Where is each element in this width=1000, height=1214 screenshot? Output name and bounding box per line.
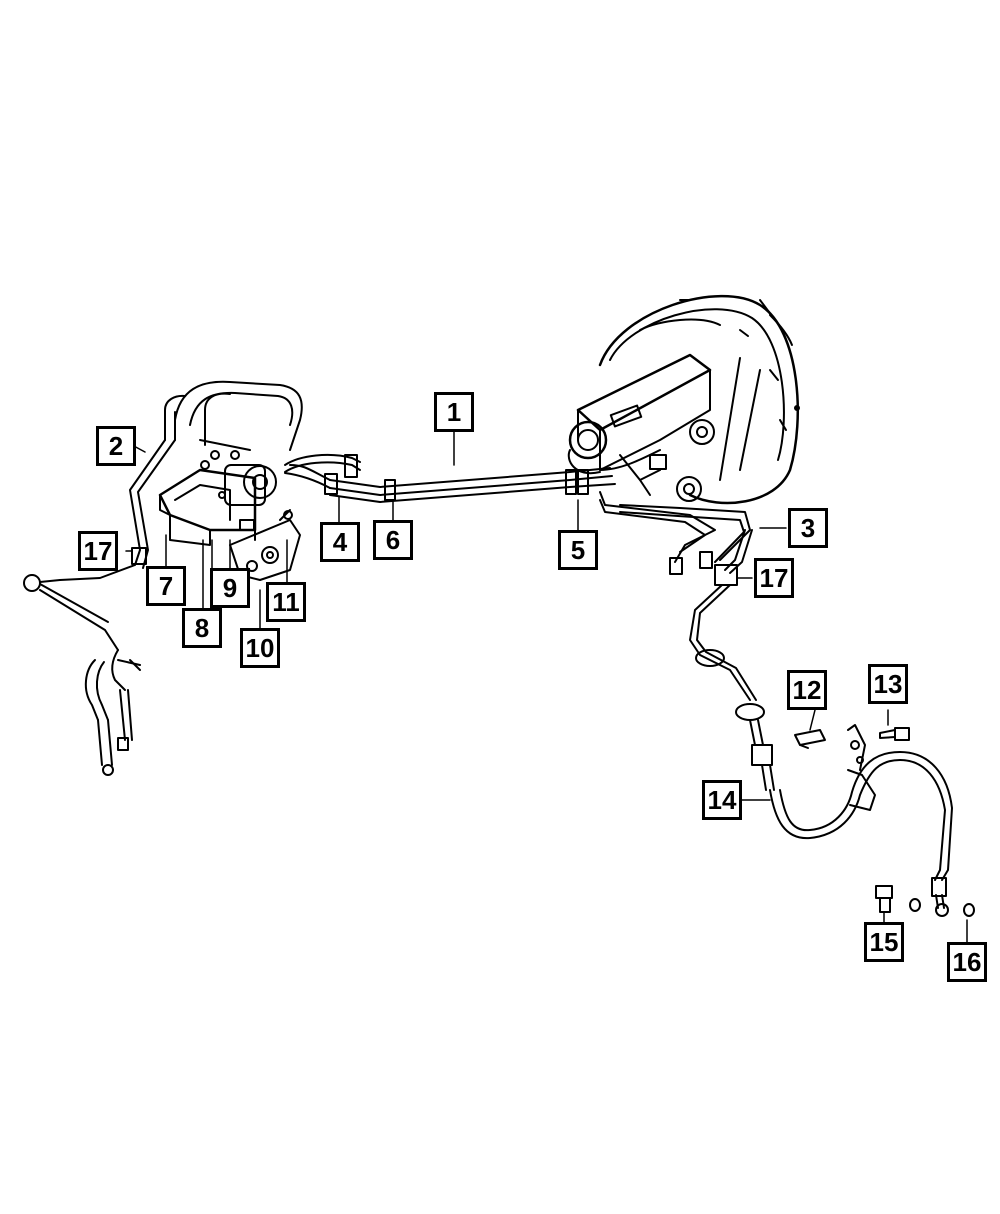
- callout-1[interactable]: 1: [434, 392, 474, 432]
- callout-11[interactable]: 11: [266, 582, 306, 622]
- brake-booster: [598, 294, 800, 505]
- callout-5[interactable]: 5: [558, 530, 598, 570]
- callout-4[interactable]: 4: [320, 522, 360, 562]
- callout-13[interactable]: 13: [868, 664, 908, 704]
- callout-8[interactable]: 8: [182, 608, 222, 648]
- callout-17-left[interactable]: 17: [78, 531, 118, 571]
- callout-12[interactable]: 12: [787, 670, 827, 710]
- abs-module-lines: [164, 380, 361, 478]
- left-brake-hose: [84, 649, 141, 776]
- rear-brake-hose: [769, 724, 953, 917]
- callout-7[interactable]: 7: [146, 566, 186, 606]
- right-brake-long-line: [689, 584, 775, 791]
- clip-part: [794, 729, 826, 749]
- brake-line-bundle: [284, 464, 616, 503]
- callout-10[interactable]: 10: [240, 628, 280, 668]
- callout-2[interactable]: 2: [96, 426, 136, 466]
- right-brake-lines: [599, 491, 753, 586]
- left-front-brake-line: [23, 439, 176, 651]
- callout-6[interactable]: 6: [373, 520, 413, 560]
- callout-17-right[interactable]: 17: [754, 558, 794, 598]
- callout-15[interactable]: 15: [864, 922, 904, 962]
- master-cylinder: [567, 353, 712, 496]
- abs-module: [158, 439, 277, 546]
- callout-3[interactable]: 3: [788, 508, 828, 548]
- banjo-bolt-part: [875, 885, 975, 917]
- bolt-part-13: [879, 727, 910, 741]
- callout-9[interactable]: 9: [210, 568, 250, 608]
- callout-16[interactable]: 16: [947, 942, 987, 982]
- leader-lines: [125, 431, 968, 946]
- callout-14[interactable]: 14: [702, 780, 742, 820]
